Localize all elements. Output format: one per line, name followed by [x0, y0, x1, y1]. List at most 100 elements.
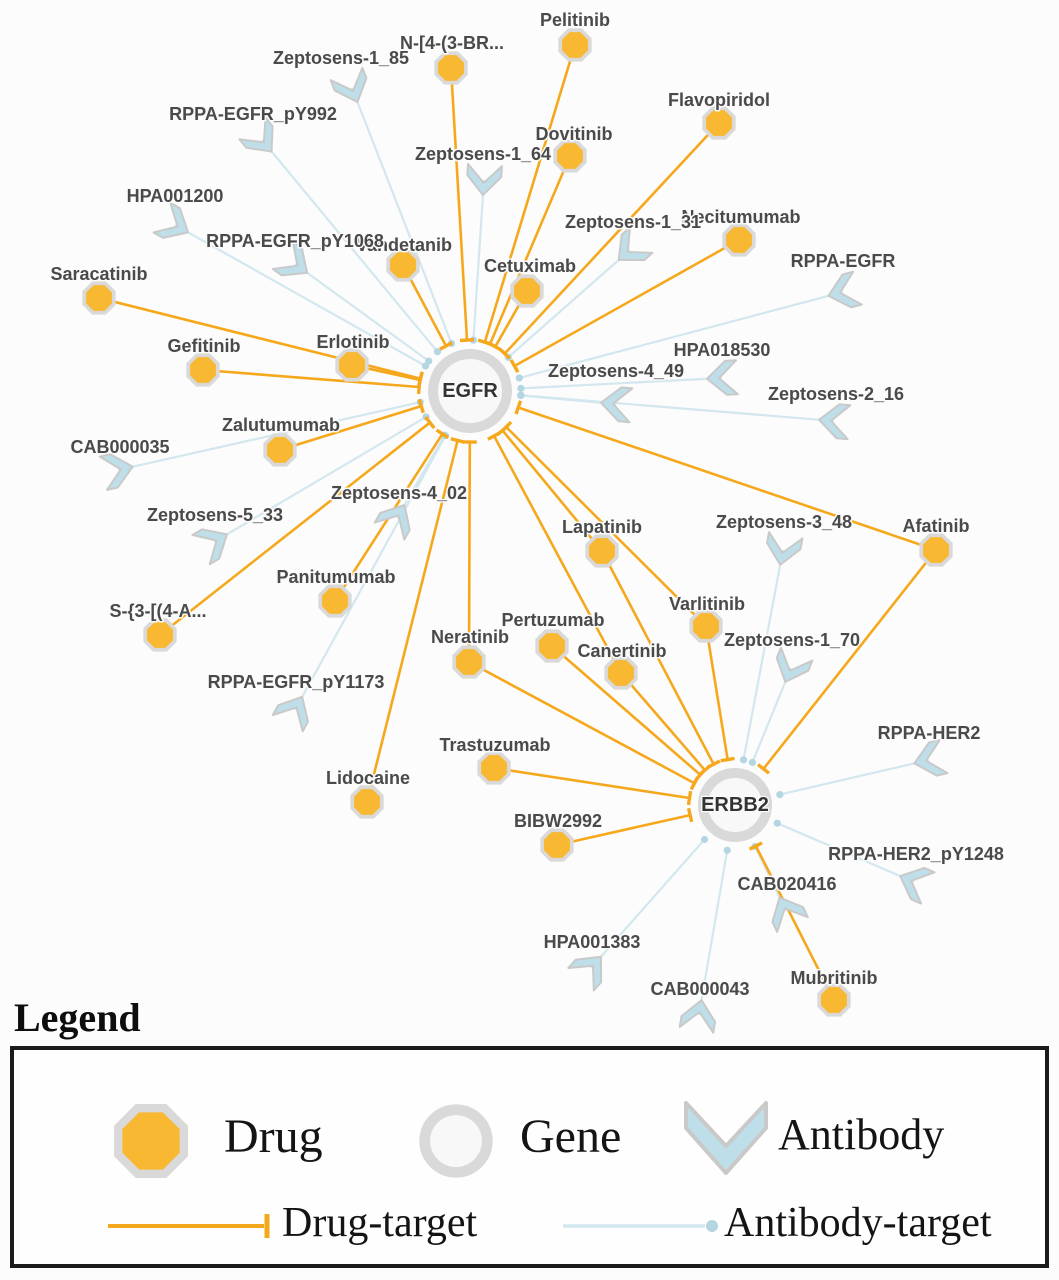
label-erbb2: ERBB2 [701, 794, 769, 816]
node-antibody-zeptosens-1-31[interactable] [608, 226, 654, 272]
node-antibody-zeptosens-1-70[interactable] [770, 646, 814, 689]
node-drug-dovitinib[interactable] [553, 139, 587, 173]
node-drug-flavopiridol[interactable] [702, 106, 736, 140]
node-drug-varlitinib[interactable] [689, 609, 723, 643]
edge-antibody-target [519, 290, 844, 379]
edge-antibody-target-dot [517, 391, 525, 399]
label-n-4-3-br: N-[4-(3-BR... [400, 33, 504, 53]
node-antibody-zeptosens-4-02[interactable] [373, 497, 419, 541]
node-drug-lidocaine[interactable] [350, 785, 384, 819]
node-drug-cetuximab[interactable] [510, 274, 544, 308]
label-zalutumumab: Zalutumumab [222, 415, 340, 435]
node-antibody-cab000035[interactable] [98, 450, 137, 491]
label-zeptosens-2-16: Zeptosens-2_16 [768, 384, 904, 404]
label-lapatinib: Lapatinib [562, 517, 642, 537]
edge-antibody-target-dot [723, 846, 731, 854]
edge-antibody-target [174, 224, 427, 367]
label-zeptosens-1-85: Zeptosens-1_85 [273, 48, 409, 68]
edge-antibody-target [779, 758, 930, 796]
node-gene-erbb2[interactable] [698, 768, 772, 842]
edge-antibody-target [507, 249, 631, 359]
edge-drug-target-tee [694, 768, 707, 782]
node-antibody-rppa-egfr-py1068[interactable] [271, 240, 317, 286]
node-drug-zalutumumab[interactable] [263, 433, 297, 467]
node-antibody-zeptosens-1-85[interactable] [329, 66, 374, 108]
label-bibw2992: BIBW2992 [514, 811, 602, 831]
node-drug-panitumumab[interactable] [318, 584, 352, 618]
node-antibody-zeptosens-5-33[interactable] [191, 520, 235, 566]
antibody-chevron-icon [271, 240, 309, 277]
node-antibody-hpa001383[interactable] [567, 946, 613, 992]
node-antibody-rppa-egfr-py992[interactable] [238, 116, 284, 163]
edge-drug-target-tee [498, 347, 511, 360]
edge-drug-target [468, 660, 696, 785]
legend-title: Legend [14, 995, 141, 1040]
node-drug-bibw2992[interactable] [540, 828, 574, 862]
label-afatinib: Afatinib [903, 516, 970, 536]
edge-antibody-target [520, 394, 835, 423]
node-antibody-rppa-her2[interactable] [911, 739, 949, 780]
node-drug-mubritinib[interactable] [817, 983, 851, 1017]
antibody-chevron-icon [678, 999, 717, 1034]
label-mubritinib: Mubritinib [791, 968, 878, 988]
node-drug-saracatinib[interactable] [82, 281, 116, 315]
antibody-chevron-icon [899, 866, 936, 905]
node-drug-n-4-3-br[interactable] [434, 51, 468, 85]
label-trastuzumab: Trastuzumab [439, 735, 550, 755]
edge-antibody-target [294, 435, 447, 711]
edge-drug-target [704, 625, 729, 760]
edge-drug-target [620, 672, 706, 772]
antibody-chevron-icon [373, 503, 411, 541]
node-drug-trastuzumab[interactable] [477, 751, 511, 785]
node-gene-egfr[interactable] [428, 349, 512, 433]
node-antibody-rppa-her2-py1248[interactable] [893, 860, 936, 905]
node-antibody-cab000043[interactable] [678, 997, 719, 1034]
drug-octagon-icon [557, 143, 583, 169]
drug-octagon-icon [190, 357, 216, 383]
node-drug-pertuzumab[interactable] [535, 629, 569, 663]
node-antibody-cab020416[interactable] [764, 890, 809, 933]
node-antibody-rppa-egfr[interactable] [824, 270, 863, 313]
edge-antibody-target [697, 850, 729, 1016]
drug-octagon-icon [322, 588, 348, 614]
node-drug-neratinib[interactable] [452, 645, 486, 679]
node-drug-s-3-4-a[interactable] [143, 618, 177, 652]
label-dovitinib: Dovitinib [536, 124, 613, 144]
antibody-chevron-icon [775, 646, 814, 683]
edge-drug-target [279, 404, 422, 452]
antibody-chevron-icon [238, 116, 274, 153]
edge-antibody-target [520, 376, 723, 390]
node-drug-gefitinib[interactable] [186, 353, 220, 387]
node-drug-lapatinib[interactable] [585, 534, 619, 568]
drug-octagon-icon [726, 227, 752, 253]
label-s-3-4-a: S-{3-[(4-A... [109, 601, 206, 621]
label-rppa-her2-py1248: RPPA-HER2_pY1248 [828, 844, 1004, 864]
label-rppa-her2: RPPA-HER2 [878, 723, 981, 743]
node-drug-canertinib[interactable] [604, 656, 638, 690]
label-egfr: EGFR [442, 380, 498, 402]
edge-antibody-target [472, 179, 486, 341]
node-antibody-hpa018530[interactable] [706, 359, 739, 396]
node-drug-vandetanib[interactable] [386, 248, 420, 282]
node-antibody-rppa-egfr-py1173[interactable] [271, 689, 317, 733]
edge-antibody-target-dot [515, 374, 523, 382]
label-vandetanib: Vandetanib [356, 235, 452, 255]
label-hpa001200: HPA001200 [127, 186, 224, 206]
node-antibody-hpa001200[interactable] [152, 201, 197, 247]
node-drug-afatinib[interactable] [919, 533, 953, 567]
edge-drug-target [503, 122, 720, 355]
legend-label-antibody-target: Antibody-target [724, 1200, 992, 1246]
node-drug-erlotinib[interactable] [335, 348, 369, 382]
node-drug-necitumumab[interactable] [722, 223, 756, 257]
antibody-chevron-icon [818, 403, 852, 441]
label-zeptosens-4-49: Zeptosens-4_49 [548, 361, 684, 381]
label-hpa018530: HPA018530 [674, 340, 771, 360]
node-drug-pelitinib[interactable] [558, 28, 592, 62]
node-antibody-zeptosens-4-49[interactable] [600, 386, 634, 424]
label-hpa001383: HPA001383 [544, 932, 641, 952]
node-antibody-zeptosens-1-64[interactable] [466, 162, 503, 196]
drug-octagon-icon [821, 987, 847, 1013]
node-antibody-zeptosens-2-16[interactable] [818, 403, 852, 441]
node-antibody-zeptosens-3-48[interactable] [764, 531, 804, 568]
label-lidocaine: Lidocaine [326, 768, 410, 788]
